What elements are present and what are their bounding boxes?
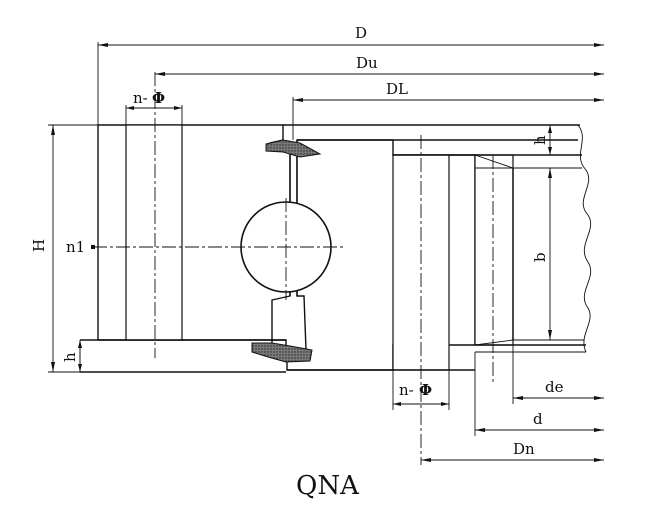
inner-ring-section — [286, 135, 514, 465]
label-outer-hole-prefix: n- — [133, 89, 148, 107]
label-Dn: Dn — [513, 440, 535, 458]
label-D: D — [355, 24, 367, 42]
gear-profile — [283, 124, 592, 371]
label-inner-hole-phi: Φ — [419, 381, 432, 399]
drawing-title: QNA — [296, 471, 360, 501]
bottom-seal — [251, 342, 313, 363]
label-n1: n1 — [66, 238, 85, 256]
ball-raceway — [231, 140, 346, 300]
top-seal — [265, 139, 322, 158]
label-Du: Du — [356, 54, 378, 72]
label-inner-hole-prefix: n- — [399, 381, 414, 399]
label-b: b — [531, 252, 549, 262]
label-outer-hole-phi: Φ — [152, 89, 165, 107]
label-de: de — [545, 378, 564, 396]
label-h-left: h — [61, 352, 79, 362]
dimension-lines-top — [97, 42, 604, 140]
label-DL: DL — [386, 80, 408, 98]
dimension-lines-right — [548, 125, 552, 340]
dimension-lines-left — [48, 124, 232, 373]
label-d: d — [533, 410, 543, 428]
label-h-right: h — [531, 135, 549, 145]
dimension-lines-bottom — [392, 345, 604, 462]
label-H: H — [30, 239, 48, 252]
dimension-labels: D Du DL n- Φ H h n1 h b n- Φ de d Dn — [30, 24, 564, 458]
